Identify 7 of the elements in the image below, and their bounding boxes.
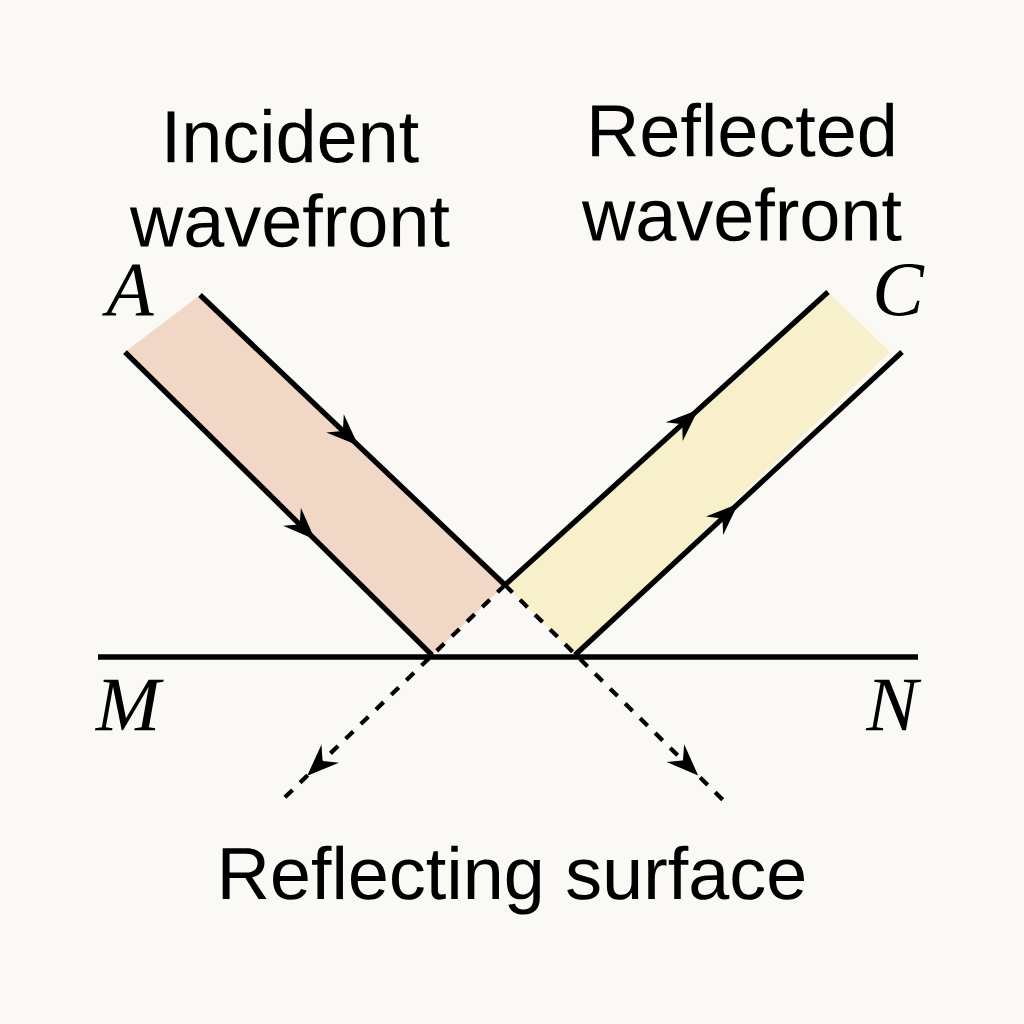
point-label: N [865,679,922,731]
point-label: A [102,264,154,316]
wavefront-label: Incident wavefront [129,108,450,248]
point-label: M [94,679,164,731]
surface-label: Reflecting surface [222,845,804,915]
wavefront-label: Reflected wavefront [581,102,902,242]
point-label: C [876,264,925,316]
